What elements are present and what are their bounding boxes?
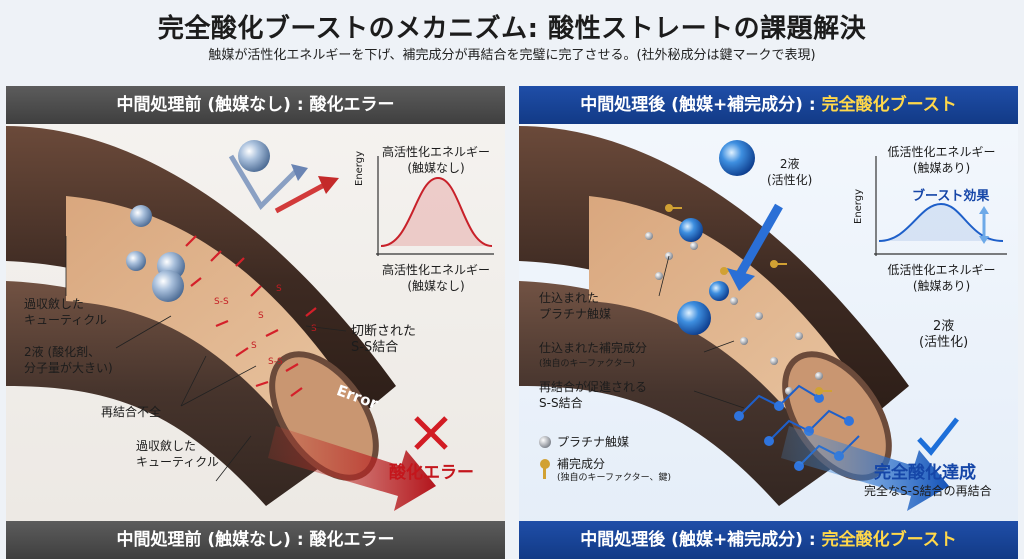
cuticle-top-label: 過収斂したキューティクル [24, 297, 107, 327]
panel-before: 中間処理前 (触媒なし) : 酸化エラー [6, 86, 505, 559]
liquid-mid-label: 2液(活性化) [919, 319, 969, 350]
check-icon [917, 417, 959, 456]
legend-key-icon [540, 459, 550, 479]
panel-after-footer: 中間処理後 (触媒+補完成分) : 完全酸化ブースト [519, 521, 1018, 559]
svg-text:S: S [251, 341, 257, 351]
inflow-arrow [735, 203, 783, 279]
broken-ss-bonds [185, 235, 317, 397]
panel-after-header: 中間処理後 (触媒+補完成分) : 完全酸化ブースト [519, 86, 1018, 124]
activated-liquid-molecule [719, 140, 755, 176]
svg-text:S: S [258, 311, 264, 321]
activated-liquid-molecule [709, 281, 729, 301]
incomplete-label: 再結合不全 [101, 405, 162, 419]
svg-text:S-S: S-S [214, 297, 229, 307]
graph-after-top-label: 低活性化エネルギー(触媒あり) [887, 145, 996, 175]
energy-axis-label: Energy [354, 150, 365, 186]
activated-liquid-molecule [679, 218, 703, 242]
panel-before-header: 中間処理前 (触媒なし) : 酸化エラー [6, 86, 505, 124]
complement-key-icons [665, 204, 832, 395]
legend-complement-label: 補完成分 (独自のキーファクター、鍵) [557, 457, 672, 483]
graph-before-bottom-label: 高活性化エネルギー(触媒なし) [381, 263, 490, 293]
error-arrow [268, 426, 436, 511]
bounce-arrow [274, 181, 328, 214]
oxidant-molecule [130, 205, 152, 227]
oxidant-molecule [238, 140, 270, 172]
svg-text:S-S: S-S [268, 357, 283, 367]
panel-after: 中間処理後 (触媒+補完成分) : 完全酸化ブースト [519, 86, 1018, 559]
legend-platinum-label: プラチナ触媒 [557, 435, 630, 449]
oxidant-molecule [126, 251, 146, 271]
liquid-label: 2液 (酸化剤、分子量が大きい) [24, 345, 113, 375]
energy-graph-before [376, 156, 494, 256]
graph-after-bottom-label: 低活性化エネルギー(触媒あり) [887, 263, 996, 293]
liquid-top-label: 2液(活性化) [767, 157, 813, 187]
page-subtitle: 触媒が活性化エネルギーを下げ、補完成分が再結合を完璧に完了させる。(社外秘成分は… [208, 48, 816, 63]
activated-liquid-molecule [677, 301, 711, 335]
cuticle-bottom-label: 過収斂したキューティクル [136, 439, 219, 469]
success-arrow [781, 426, 949, 511]
energy-axis-label: Energy [853, 188, 864, 224]
graph-before-top-label: 高活性化エネルギー(触媒なし) [381, 145, 490, 175]
hair-after-illustration [519, 126, 1007, 511]
hair-before-illustration: S-S S S S S-S S [6, 126, 494, 511]
oxidant-molecule [152, 270, 184, 302]
bounce-arrow [228, 154, 298, 211]
done-sub-label: 完全なS-S結合の再結合 [864, 484, 992, 498]
svg-text:S: S [311, 324, 317, 334]
energy-graph-after [874, 156, 1007, 256]
error-x-icon [414, 416, 448, 450]
error-label: 酸化エラー [389, 463, 474, 483]
complement-label: 仕込まれた補完成分 (独自のキーファクター) [539, 341, 648, 369]
page-title: 完全酸化ブーストのメカニズム: 酸性ストレートの課題解決 [157, 14, 867, 44]
legend-platinum-icon [539, 436, 551, 448]
boost-label: ブースト効果 [912, 189, 990, 204]
svg-text:S: S [276, 284, 282, 294]
panel-before-footer: 中間処理前 (触媒なし) : 酸化エラー [6, 521, 505, 559]
platinum-label: 仕込まれたプラチナ触媒 [539, 291, 612, 321]
done-label: 完全酸化達成 [874, 463, 976, 483]
